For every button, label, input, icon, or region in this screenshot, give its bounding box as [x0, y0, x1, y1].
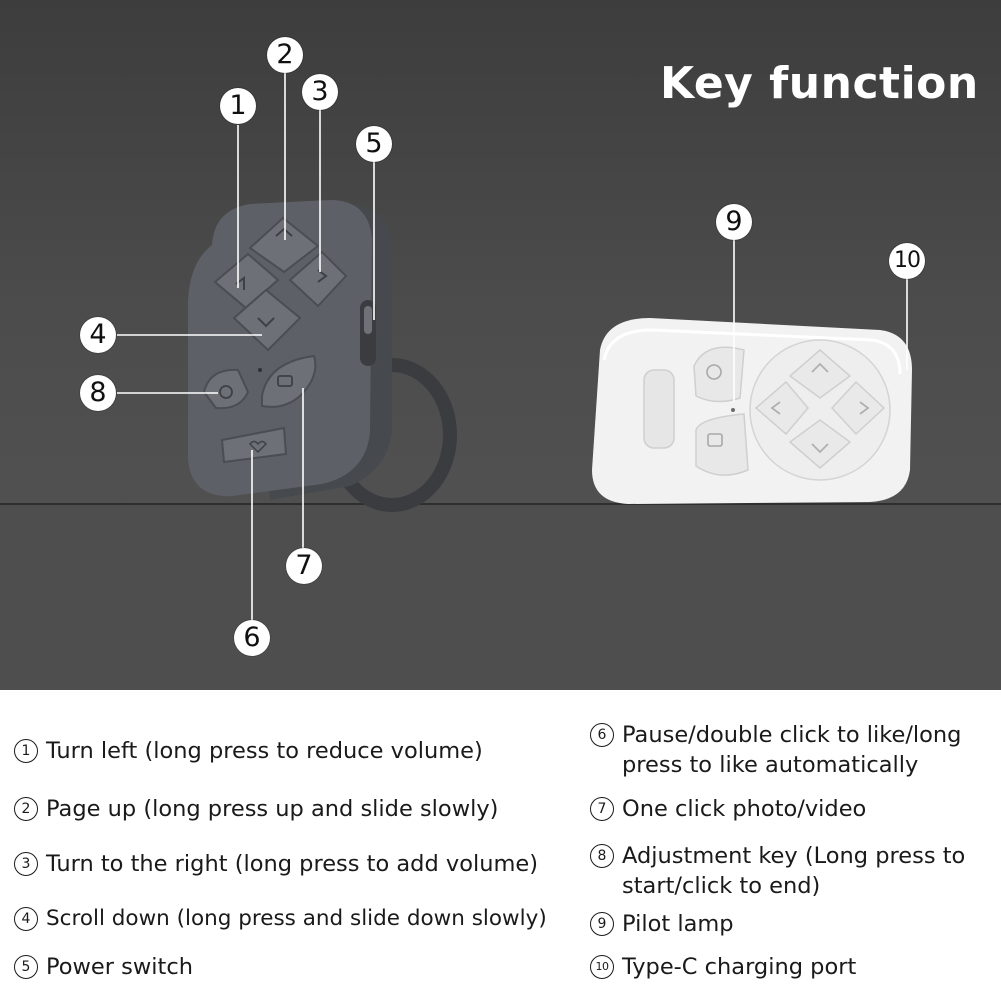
power-switch-knob — [364, 306, 372, 334]
legend-number-1: 1 — [14, 739, 38, 763]
legend-text-9: Pilot lamp — [622, 911, 734, 937]
legend-text-5: Power switch — [46, 954, 194, 980]
heart-icon — [248, 440, 268, 454]
legend-number-4: 4 — [14, 907, 38, 931]
legend-item-5: 5 Power switch — [14, 952, 584, 982]
pilot-lamp-dot — [258, 368, 262, 372]
legend-item-4: 4 Scroll down (long press and slide down… — [14, 904, 588, 934]
white-down-arrow-icon — [811, 443, 829, 454]
white-pilot-lamp — [731, 408, 735, 412]
callout-7: 7 — [286, 548, 322, 584]
legend-number-8: 8 — [590, 844, 614, 868]
down-arrow-icon — [257, 317, 275, 328]
white-right-arrow-icon — [859, 401, 870, 415]
btn-pause — [220, 426, 288, 464]
legend-number-2: 2 — [14, 797, 38, 821]
white-up-arrow-icon — [811, 362, 829, 373]
white-btn-down — [788, 419, 852, 469]
white-remote-highlight — [602, 328, 902, 375]
legend-item-2: 2 Page up (long press up and slide slowl… — [14, 794, 584, 824]
callout-1: 1 — [220, 88, 256, 124]
btn-adjust — [202, 368, 250, 410]
white-remote — [592, 318, 912, 504]
legend-item-7: 7 One click photo/video — [590, 794, 990, 824]
legend-item-9: 9 Pilot lamp — [590, 909, 990, 939]
white-btn-left — [754, 380, 809, 436]
btn-down — [232, 288, 302, 352]
product-scene: Key function 1 2 3 4 5 6 7 8 9 10 — [0, 0, 1001, 690]
white-gear-icon — [706, 364, 722, 380]
legend-item-1: 1 Turn left (long press to reduce volume… — [14, 736, 584, 766]
leader-lines — [117, 73, 908, 620]
white-btn-up — [788, 349, 852, 399]
dark-ring-remote — [188, 200, 457, 512]
legend-text-3: Turn to the right (long press to add vol… — [46, 851, 539, 877]
callout-9: 9 — [716, 204, 752, 240]
white-dpad — [749, 339, 891, 481]
callout-4: 4 — [80, 317, 116, 353]
white-btn-adjust — [693, 346, 745, 403]
legend-number-3: 3 — [14, 852, 38, 876]
legend-item-3: 3 Turn to the right (long press to add v… — [14, 849, 584, 879]
legend-item-10: 10 Type-C charging port — [590, 952, 990, 982]
legend-number-6: 6 — [590, 723, 614, 747]
legend-text-6: Pause/double click to like/long press to… — [622, 722, 962, 778]
legend-text-1: Turn left (long press to reduce volume) — [46, 738, 483, 764]
btn-up — [248, 216, 320, 274]
legend-item-6: 6 Pause/double click to like/long press … — [590, 720, 990, 780]
product-illustration — [0, 73, 1001, 690]
callout-5: 5 — [356, 126, 392, 162]
callout-8: 8 — [80, 375, 116, 411]
page-title: Key function — [660, 58, 979, 109]
btn-left — [213, 252, 280, 310]
legend-text-2: Page up (long press up and slide slowly) — [46, 796, 499, 822]
legend-text-7: One click photo/video — [622, 796, 867, 822]
legend-text-4: Scroll down (long press and slide down s… — [46, 906, 547, 931]
shelf-front — [0, 503, 1001, 690]
legend-text-8: Adjustment key (Long press to start/clic… — [622, 843, 966, 899]
white-camera-icon — [707, 433, 723, 447]
gear-icon — [219, 385, 233, 399]
up-arrow-icon — [275, 227, 293, 237]
white-left-arrow-icon — [770, 401, 781, 415]
btn-right — [288, 250, 348, 308]
legend-number-10: 10 — [590, 955, 614, 979]
white-btn-pause — [643, 369, 675, 449]
callout-6: 6 — [234, 620, 270, 656]
white-btn-right — [830, 380, 886, 436]
legend-number-5: 5 — [14, 955, 38, 979]
camera-icon — [277, 375, 293, 387]
legend-text-10: Type-C charging port — [622, 954, 857, 980]
callout-3: 3 — [302, 74, 338, 110]
legend-number-7: 7 — [590, 797, 614, 821]
callout-2: 2 — [267, 37, 303, 73]
legend-item-8: 8 Adjustment key (Long press to start/cl… — [590, 841, 990, 901]
callout-10: 10 — [889, 243, 925, 279]
btn-photo — [261, 354, 317, 408]
legend-number-9: 9 — [590, 912, 614, 936]
